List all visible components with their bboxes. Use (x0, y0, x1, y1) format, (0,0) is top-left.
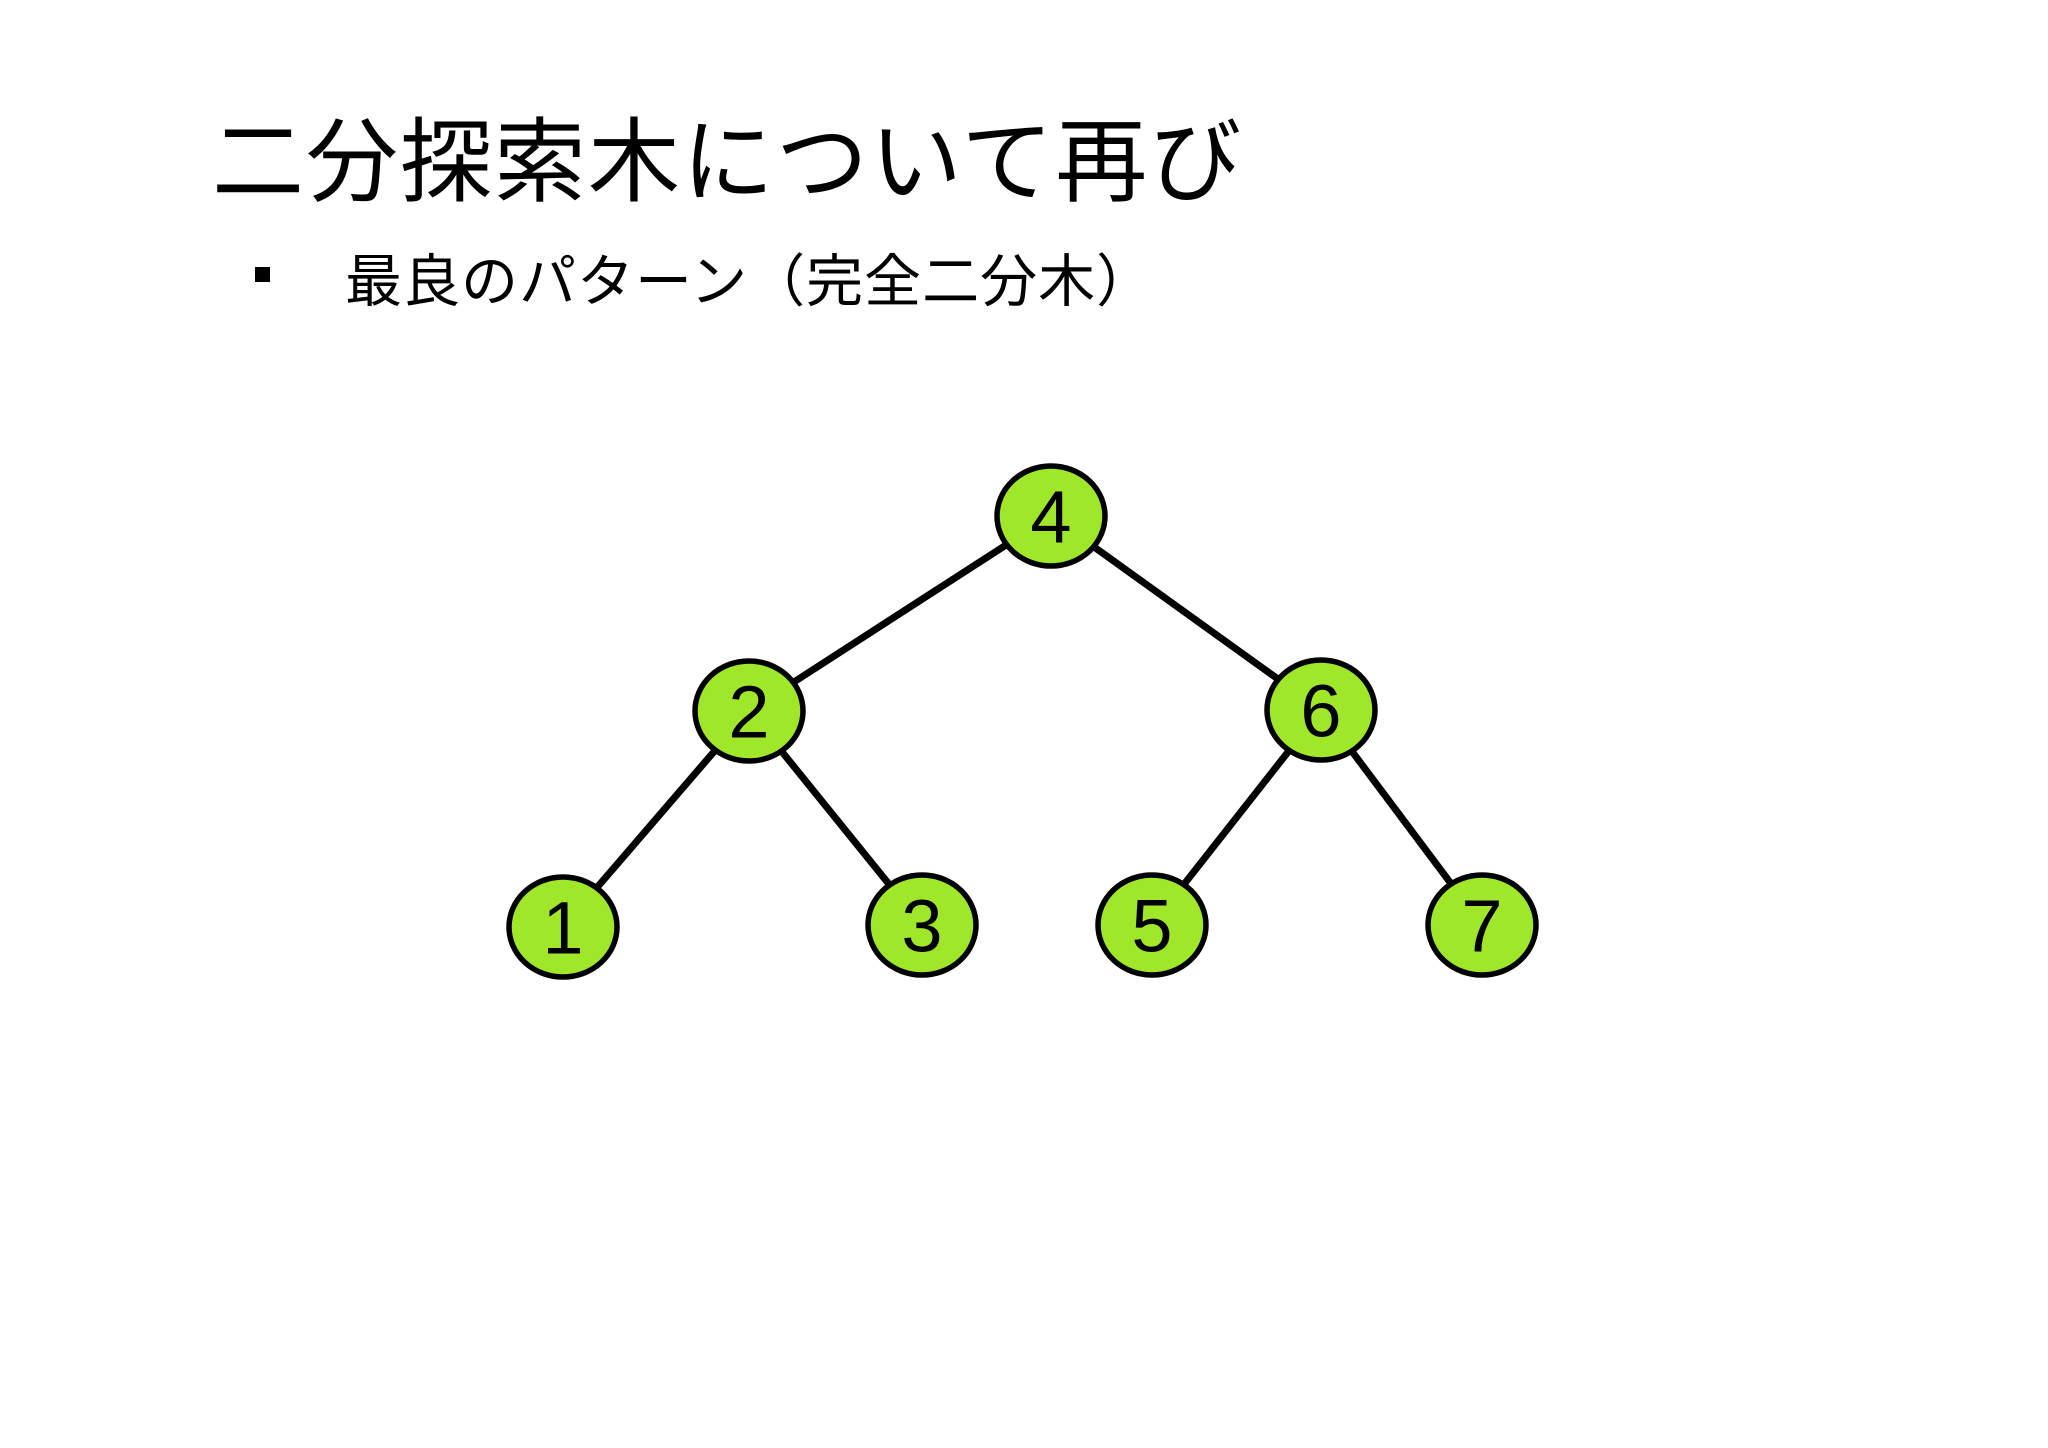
bullet-item: 最良のパターン（完全二分木） (255, 250, 1154, 316)
tree-node-circle (1095, 872, 1209, 978)
tree-node-circle (994, 463, 1108, 569)
tree-node-circle (1425, 872, 1539, 978)
tree-node-7: 7 (1425, 872, 1539, 978)
slide-title: 二分探索木について再び (212, 112, 1244, 214)
tree-node-circle (1264, 657, 1378, 763)
tree-node-1: 1 (506, 874, 620, 980)
tree-node-label: 3 (901, 885, 942, 968)
tree-node-label: 7 (1461, 885, 1502, 968)
tree-node-label: 5 (1131, 885, 1172, 968)
tree-node-6: 6 (1264, 657, 1378, 763)
tree-node-label: 2 (728, 671, 769, 754)
tree-node-circle (506, 874, 620, 980)
tree-node-5: 5 (1095, 872, 1209, 978)
tree-node-label: 1 (542, 887, 583, 970)
tree-edge-4-6 (1047, 512, 1325, 714)
tree-node-label: 6 (1300, 670, 1341, 753)
tree-node-label: 4 (1030, 476, 1071, 559)
bullet-square-icon (255, 267, 270, 282)
tree-node-2: 2 (692, 658, 806, 764)
tree-node-3: 3 (865, 872, 979, 978)
tree-node-4: 4 (994, 463, 1108, 569)
tree-edge-4-2 (745, 512, 1055, 715)
tree-node-circle (692, 658, 806, 764)
bullet-text: 最良のパターン（完全二分木） (345, 250, 1155, 314)
tree-node-circle (865, 872, 979, 978)
